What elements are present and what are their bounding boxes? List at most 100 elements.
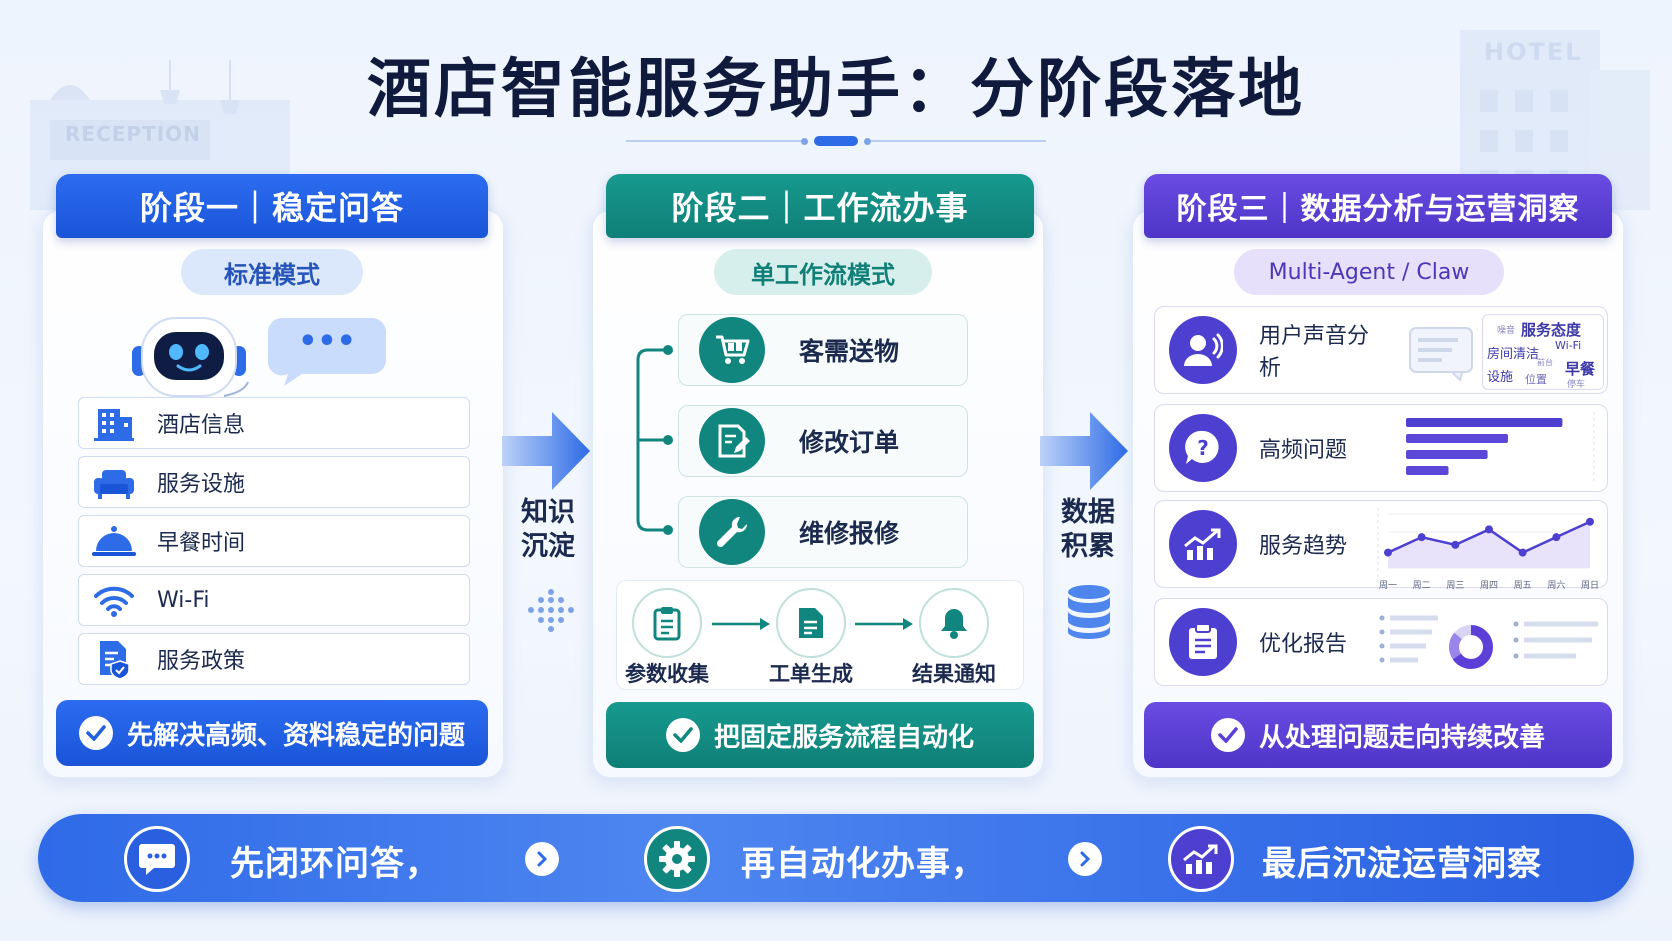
frequent-question-bar: [1406, 434, 1508, 443]
bell-icon: [941, 609, 967, 639]
trend-area: [1388, 521, 1590, 568]
workflow-delivery[interactable]: 客需送物: [678, 314, 968, 386]
analysis-trend[interactable]: 服务趋势: [1154, 500, 1608, 588]
trend-point: [1451, 540, 1460, 549]
stage2-tab: 阶段二｜工作流办事: [606, 174, 1034, 238]
building-icon: [94, 409, 134, 441]
arrow1-label-line2: 沉淀: [521, 531, 575, 562]
trend-tick-label: 周一: [1379, 580, 1397, 591]
stage3-mode-badge: Multi-Agent / Claw: [1234, 249, 1504, 295]
page-title: 酒店智能服务助手：分阶段落地: [367, 53, 1305, 127]
strip-text-1: 先闭环问答，: [230, 844, 440, 884]
trend-point: [1417, 533, 1426, 542]
policy-document-icon: [100, 641, 130, 679]
arrow-right-icon: [502, 412, 590, 494]
stage1-summary-text: 先解决高频、资料稳定的问题: [126, 720, 465, 751]
step-ticket-generate[interactable]: [776, 588, 846, 658]
stage1-item-label: Wi-Fi: [157, 587, 210, 613]
tag-word: 房间清洁: [1487, 347, 1540, 362]
frequent-question-bar: [1406, 466, 1449, 475]
sofa-icon: [94, 470, 134, 499]
reception-sign: RECEPTION: [65, 122, 201, 146]
dot-grid-icon: [524, 588, 578, 638]
strip-text-2: 再自动化办事，: [741, 844, 986, 884]
report-clipboard-icon: [1189, 623, 1217, 659]
stage2-summary-text: 把固定服务流程自动化: [713, 722, 974, 753]
step-result-notify[interactable]: [919, 588, 989, 658]
service-trend-line-chart: 周一周二周三周四周五周六周日: [1377, 508, 1599, 592]
chat-bubble-dots: •••: [298, 324, 356, 359]
edit-document-icon: [718, 424, 750, 458]
trend-tick-label: 周三: [1446, 580, 1464, 591]
tag-cloud: 服务态度 房间清洁 Wi-Fi 设施 早餐 噪音 停车 位置 前台: [1482, 314, 1604, 390]
stage1-item-wifi[interactable]: Wi-Fi: [78, 574, 470, 626]
stage1-tab: 阶段一｜稳定问答: [56, 174, 488, 238]
stage1-summary-button[interactable]: 先解决高频、资料稳定的问题: [56, 700, 488, 766]
tag-word: 前台: [1537, 358, 1553, 367]
trend-point: [1552, 533, 1561, 542]
trend-point: [1384, 548, 1392, 557]
document-icon: [799, 608, 823, 638]
frequent-question-bar: [1406, 450, 1488, 459]
growth-chart-icon: [1168, 826, 1234, 892]
analysis-label: 服务趋势: [1259, 534, 1348, 559]
tag-word: Wi-Fi: [1555, 339, 1582, 352]
donut-chart-icon: [1446, 622, 1496, 676]
cloche-icon: [92, 526, 136, 556]
trend-tick-label: 周六: [1547, 579, 1565, 591]
frequent-question-bar: [1406, 418, 1563, 427]
stage3-panel: [1132, 210, 1624, 778]
workflow-branch-connector: [628, 345, 678, 539]
stage1-item-breakfast[interactable]: 早餐时间: [78, 515, 470, 567]
chevron-right-icon: [525, 842, 559, 876]
trend-tick-label: 周四: [1480, 580, 1498, 591]
stage1-item-label: 酒店信息: [157, 413, 246, 438]
workflow-label: 修改订单: [799, 428, 900, 457]
tag-word: 早餐: [1565, 360, 1596, 378]
stage1-item-label: 服务政策: [157, 649, 246, 674]
stage1-item-label: 早餐时间: [157, 531, 246, 556]
arrow2-label-line1: 数据: [1061, 497, 1115, 528]
trend-point: [1518, 548, 1527, 557]
trend-tick-label: 周日: [1581, 580, 1599, 591]
stage1-item-policy[interactable]: 服务政策: [78, 633, 470, 685]
analysis-label: 优化报告: [1259, 632, 1348, 657]
report-lines-preview: [1512, 616, 1602, 676]
database-icon: [1066, 584, 1112, 644]
tag-word: 设施: [1487, 370, 1514, 385]
title-underline-decor: [626, 136, 1046, 146]
gear-icon: [644, 826, 710, 892]
hotel-sign: HOTEL: [1484, 38, 1583, 66]
question-bubble-icon: ?: [1185, 430, 1219, 464]
workflow-modify-order[interactable]: 修改订单: [678, 405, 968, 477]
tag-word: 位置: [1525, 373, 1547, 386]
trend-tick-label: 周五: [1514, 580, 1532, 591]
report-list-preview: [1378, 610, 1448, 678]
stage1-item-hotel-info[interactable]: 酒店信息: [78, 397, 470, 449]
strip-text-3: 最后沉淀运营洞察: [1262, 844, 1542, 884]
arrow-right-icon: [1040, 412, 1128, 494]
stage3-tab: 阶段三｜数据分析与运营洞察: [1144, 174, 1612, 238]
analysis-label: 高频问题: [1259, 438, 1348, 463]
stage2-mode-badge: 单工作流模式: [714, 249, 932, 295]
cart-icon: [716, 335, 750, 364]
step-param-collect[interactable]: [632, 588, 702, 658]
comment-card-icon: [1408, 326, 1474, 386]
stage3-summary-text: 从处理问题走向持续改善: [1258, 722, 1545, 753]
chevron-right-icon: [1068, 842, 1102, 876]
workflow-repair[interactable]: 维修报修: [678, 496, 968, 568]
trend-chart-icon: [1184, 528, 1221, 560]
step-arrow-icon: [712, 616, 772, 635]
tag-word: 服务态度: [1521, 321, 1582, 339]
wrench-icon: [716, 516, 748, 548]
frequent-question-bar-chart: [1406, 412, 1595, 484]
trend-point: [1485, 525, 1493, 534]
workflow-label: 维修报修: [799, 519, 900, 548]
stage1-item-facilities[interactable]: 服务设施: [78, 456, 470, 508]
analysis-report[interactable]: 优化报告: [1154, 598, 1608, 686]
clipboard-icon: [653, 607, 681, 641]
stage2-summary-button[interactable]: 把固定服务流程自动化: [606, 702, 1034, 768]
stage3-summary-button[interactable]: 从处理问题走向持续改善: [1144, 702, 1612, 768]
trend-point: [1586, 517, 1594, 526]
step-arrow-icon: [855, 616, 915, 635]
